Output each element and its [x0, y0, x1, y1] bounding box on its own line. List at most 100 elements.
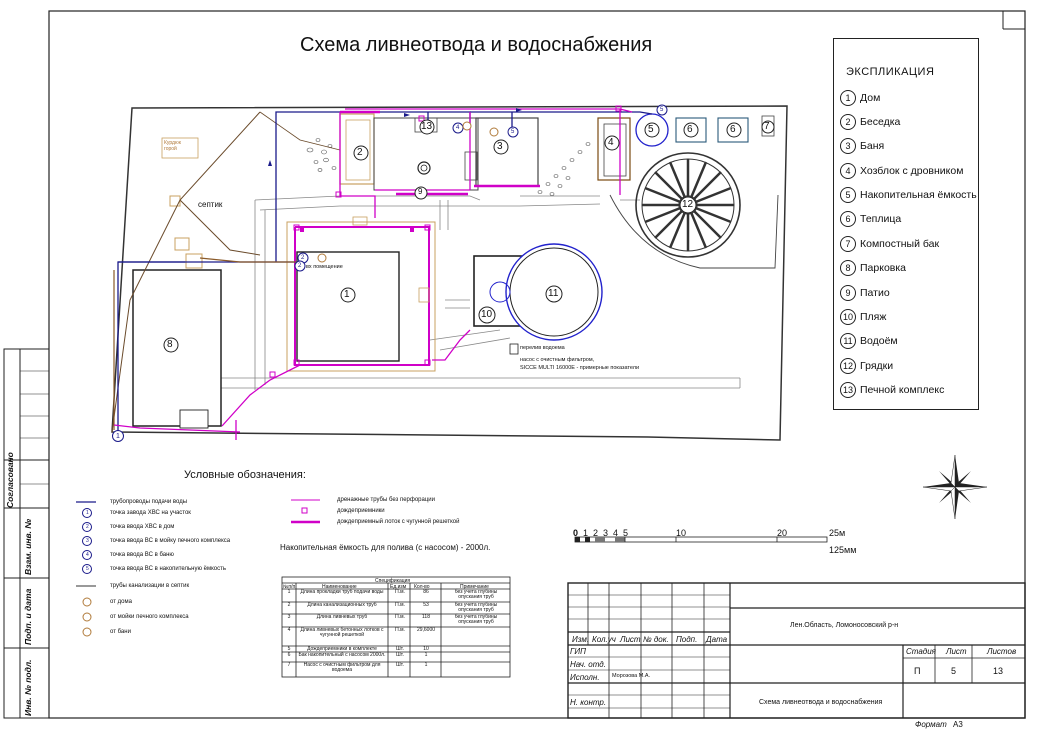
- spec-cell: 3: [287, 614, 291, 620]
- legend-row: трубы канализации в септик: [110, 583, 190, 589]
- explication-item: 11 Водоём: [840, 333, 898, 349]
- item-label: Компостный бак: [860, 238, 940, 250]
- stamp-executor: Морозова М.А.: [612, 673, 651, 679]
- stamp-role: ГИП: [570, 647, 586, 656]
- scale-tick: 25м: [829, 528, 846, 538]
- spec-cell: Длина прокладки труб подачи воды: [300, 589, 384, 595]
- spec-cell: 29,6000: [416, 627, 436, 633]
- plan-label-patio: 9: [418, 187, 423, 196]
- legend-row: точка завода ХВС на участок: [110, 510, 191, 516]
- item-number: 4: [840, 163, 856, 179]
- plan-label-greenhouse-b: 6: [730, 124, 736, 135]
- explication-item: 6 Теплица: [840, 211, 901, 227]
- point-label: 5: [511, 129, 515, 135]
- side-agreed: Согласовано: [5, 452, 15, 508]
- spec-cell: Длина ливневых труб: [316, 614, 368, 620]
- item-label: Хозблок с дровником: [860, 165, 964, 177]
- item-number: 11: [840, 333, 856, 349]
- explication-item: 4 Хозблок с дровником: [840, 163, 963, 179]
- legend-row: точка ввода ВС в мойку печного комплекса: [110, 538, 231, 544]
- stamp-sheet-title: Схема ливнеотвода и водоснабжения: [759, 699, 883, 706]
- spec-cell: 86: [423, 589, 429, 595]
- plan-label-gazebo: 2: [357, 147, 363, 158]
- item-number: 3: [840, 138, 856, 154]
- legend-symbol-number: 1: [86, 510, 89, 516]
- stamp-stage-head: Стадия: [906, 647, 936, 656]
- legend-symbol-number: 4: [86, 552, 89, 558]
- item-number: 5: [840, 187, 856, 203]
- item-number: 1: [840, 90, 856, 106]
- spec-cell: без учета глубины опускания труб: [454, 602, 498, 613]
- format-label: Формат: [915, 720, 947, 729]
- spec-cell: Шт.: [396, 646, 404, 652]
- plan-label-beach: 10: [481, 309, 493, 320]
- item-number: 6: [840, 211, 856, 227]
- item-label: Грядки: [860, 360, 894, 372]
- tank-note: Накопительная ёмкость для полива (с насо…: [280, 543, 491, 552]
- spec-cell: 53: [423, 602, 429, 608]
- spec-cell: П.м.: [395, 614, 405, 620]
- plan-label-beds: 12: [682, 199, 694, 210]
- stamp-sheets-head: Листов: [987, 647, 1017, 656]
- plan-label-greenhouse-a: 6: [687, 124, 693, 135]
- spec-cell: Бак накопительный с насосом 2000л.: [298, 652, 386, 658]
- legend-row: точка ввода ХВС в дом: [110, 524, 175, 530]
- legend-row: дренажные трубы без перфорации: [337, 497, 435, 503]
- spec-cell: 2: [287, 602, 291, 608]
- point-label: 2: [298, 263, 302, 269]
- item-number: 2: [840, 114, 856, 130]
- spec-header: №п/п: [283, 584, 296, 590]
- spec-cell: Длина канализационных труб: [307, 602, 377, 608]
- plan-label-tank: 5: [648, 124, 654, 135]
- scale-tick: 2: [593, 528, 599, 538]
- point-label: 4: [456, 125, 460, 131]
- stamp-sheets: 13: [993, 666, 1004, 676]
- spec-cell: 1: [424, 652, 428, 658]
- pump-model-label: SICCE MULTI 16000E - примерные показател…: [520, 365, 640, 371]
- drawing-title: Схема ливнеотвода и водоснабжения: [300, 34, 653, 56]
- side-inv-original: Инв. № подл.: [23, 659, 33, 717]
- spec-cell: 10: [423, 646, 429, 652]
- item-label: Беседка: [860, 116, 901, 128]
- plan-label-bath: 3: [497, 141, 503, 152]
- stamp-address: Лен.Область, Ломоносовский р-н: [790, 622, 899, 629]
- scale-tick: 20: [777, 528, 788, 538]
- side-sign-date: Подп. и дата: [23, 588, 33, 645]
- legend-row: точка ввода ВС в баню: [110, 552, 174, 558]
- item-label: Водоём: [860, 335, 898, 347]
- scale-tick: 1: [583, 528, 589, 538]
- item-number: 12: [840, 358, 856, 374]
- spec-cell: без учета глубины опускания труб: [454, 589, 498, 600]
- scale-tick: 3: [603, 528, 609, 538]
- plan-label-parking: 8: [167, 339, 173, 350]
- house-entry-label: вх помещение: [306, 264, 343, 270]
- stamp-role: Н. контр.: [570, 698, 607, 707]
- item-label: Теплица: [860, 213, 902, 225]
- spec-header: Примечание: [460, 584, 489, 590]
- spec-cell: Насос с очистным фильтром для водоема: [303, 662, 381, 673]
- explication-item: 12 Грядки: [840, 358, 893, 374]
- item-label: Парковка: [860, 262, 907, 274]
- stamp-col: Изм.: [572, 635, 590, 644]
- legend-row: от бани: [110, 629, 131, 635]
- spec-caption: Спецификация: [375, 578, 411, 584]
- spec-cell: 6: [287, 652, 291, 658]
- scale-length: 125мм: [829, 545, 857, 555]
- legend-symbol-number: 2: [86, 524, 89, 530]
- explication-heading: ЭКСПЛИКАЦИЯ: [846, 66, 935, 78]
- spec-cell: 1: [424, 662, 428, 668]
- scale-tick: 4: [613, 528, 619, 538]
- stamp-col: Дата: [706, 635, 728, 644]
- item-label: Печной комплекс: [860, 384, 945, 396]
- item-number: 9: [840, 285, 856, 301]
- legend-row: дождеприемники: [337, 508, 385, 514]
- spec-cell: П.м.: [395, 602, 405, 608]
- stamp-role: Исполн.: [570, 673, 600, 682]
- scale-tick: 5: [623, 528, 629, 538]
